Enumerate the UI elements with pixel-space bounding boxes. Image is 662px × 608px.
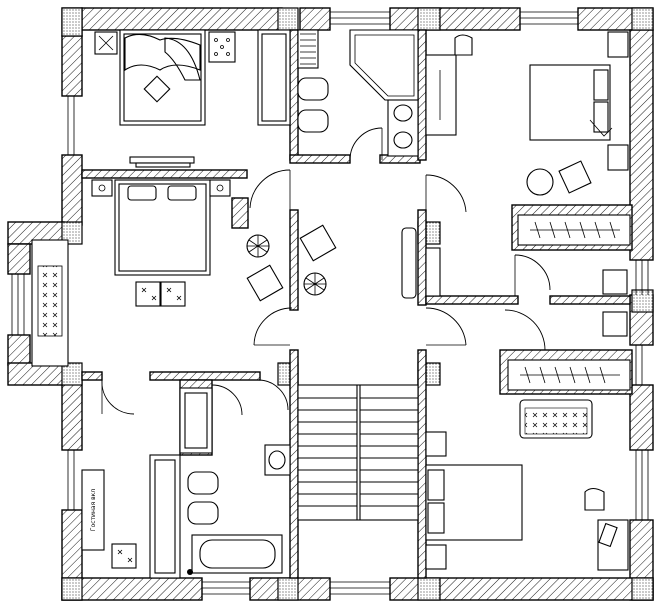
bed-top-left — [119, 29, 206, 126]
structural-columns — [61, 7, 654, 601]
chair — [584, 487, 605, 511]
bed-top-right — [529, 64, 613, 141]
nightstand — [209, 179, 231, 197]
chair — [454, 34, 473, 56]
plant — [246, 234, 270, 258]
doors — [101, 127, 551, 416]
nightstand — [607, 31, 629, 58]
windows — [11, 11, 649, 595]
ottoman — [602, 269, 628, 295]
desk — [425, 54, 457, 136]
ottoman — [602, 311, 628, 337]
ottoman — [135, 281, 161, 307]
hall-cabinet — [401, 227, 417, 299]
bathroom-bottom — [187, 444, 291, 575]
ottoman — [111, 543, 137, 569]
nightstand — [607, 144, 629, 171]
bookshelf — [81, 469, 105, 551]
round-table — [526, 168, 554, 196]
armchair — [246, 264, 284, 302]
staircase — [297, 384, 419, 521]
bed-left — [114, 179, 211, 276]
ottoman — [160, 281, 186, 307]
nightstand — [208, 31, 236, 63]
nightstand — [425, 431, 447, 457]
plant — [303, 272, 327, 296]
nightstand — [91, 179, 113, 197]
bathroom-top — [297, 29, 419, 157]
armchair — [558, 160, 592, 194]
armchair — [299, 224, 337, 262]
bed-bottom-right — [425, 464, 523, 541]
bedroom-label: Гостиная вкл — [90, 489, 97, 531]
nightstand — [425, 544, 447, 570]
